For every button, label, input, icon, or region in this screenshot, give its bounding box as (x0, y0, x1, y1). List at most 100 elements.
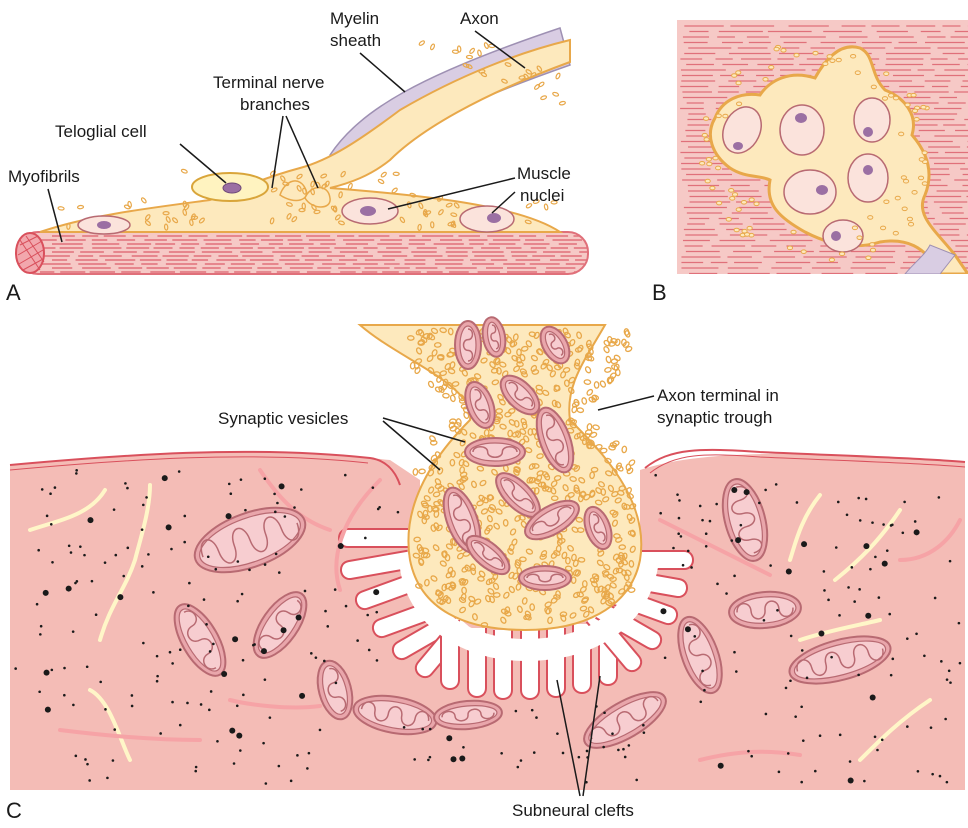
granule (75, 469, 78, 472)
granule (79, 545, 82, 548)
synaptic-vesicle (443, 393, 450, 398)
granule (375, 611, 378, 614)
granule (838, 614, 841, 617)
granule (718, 763, 724, 769)
granule (758, 502, 761, 505)
granule (169, 651, 172, 654)
granule (849, 760, 852, 763)
vesicle (418, 40, 425, 46)
granule (731, 487, 737, 493)
synaptic-vesicle (586, 388, 594, 396)
granule (356, 639, 359, 642)
synaptic-vesicle (450, 395, 456, 402)
granule (91, 580, 94, 583)
granule (46, 515, 49, 518)
granule (693, 635, 696, 638)
vesicle (538, 81, 545, 87)
granule (891, 658, 894, 661)
granule (74, 582, 77, 585)
label-axon-terminal-line2: synaptic trough (657, 408, 772, 427)
granule (236, 704, 239, 707)
granule (801, 649, 804, 652)
granule (874, 735, 877, 738)
vesicle (141, 197, 147, 204)
synaptic-vesicle (581, 397, 587, 404)
vesicle (829, 258, 834, 262)
synaptic-vesicle (585, 366, 592, 374)
granule (274, 511, 277, 514)
granule (264, 563, 267, 566)
granule (914, 520, 917, 523)
granule (273, 493, 276, 496)
granule (796, 501, 799, 504)
granule (44, 670, 50, 676)
granule (228, 483, 231, 486)
granule (319, 729, 322, 732)
granule (851, 566, 854, 569)
granule (857, 497, 860, 500)
granule (870, 694, 876, 700)
granule (244, 509, 247, 512)
granule (882, 561, 888, 567)
granule (335, 682, 338, 685)
granule (212, 643, 215, 646)
granule (715, 503, 718, 506)
vesicle (901, 176, 906, 180)
panel-letter-c: C (6, 798, 22, 823)
granule (660, 608, 666, 614)
vesicle (736, 208, 741, 212)
vesicle (181, 169, 188, 174)
granule (678, 517, 681, 520)
granule (628, 744, 631, 747)
vesicle (77, 205, 83, 209)
granule (731, 539, 734, 542)
vesicle (914, 117, 919, 121)
granule (145, 496, 148, 499)
granule (315, 656, 318, 659)
granule (602, 746, 605, 749)
granule (284, 515, 287, 518)
granule (837, 501, 840, 504)
vesicle (907, 217, 912, 221)
vesicle (741, 200, 746, 204)
vesicle (703, 117, 708, 121)
granule (366, 614, 369, 617)
vesicle (781, 48, 786, 52)
vesicle (704, 138, 709, 142)
granule (740, 524, 743, 527)
granule (152, 591, 155, 594)
granule (131, 694, 134, 697)
granule (611, 732, 614, 735)
vesicle (918, 176, 923, 180)
label-axon-terminal-line1: Axon terminal in (657, 386, 779, 405)
granule (242, 659, 245, 662)
granule (397, 511, 400, 514)
granule (373, 589, 379, 595)
label-terminal-line2: branches (240, 95, 310, 114)
synaptic-vesicle (450, 419, 457, 424)
vesicle (555, 73, 561, 80)
synaptic-vesicle (622, 446, 627, 453)
granule (63, 667, 66, 670)
granule (104, 708, 107, 711)
granule (40, 625, 43, 628)
granule (744, 489, 750, 495)
granule (264, 477, 267, 480)
granule (229, 728, 235, 734)
granule (709, 520, 712, 523)
synaptic-vesicle (605, 356, 611, 363)
granule (800, 781, 803, 784)
granule (517, 766, 520, 769)
vesicle (713, 156, 718, 160)
junctional-fold (339, 529, 408, 547)
granule (642, 724, 645, 727)
granule (310, 652, 313, 655)
vesicle (882, 97, 887, 101)
granule (156, 680, 159, 683)
granule (906, 725, 909, 728)
granule (949, 681, 952, 684)
vesicle (851, 54, 856, 58)
vesicle (921, 105, 926, 109)
granule (142, 642, 145, 645)
granule (304, 590, 307, 593)
